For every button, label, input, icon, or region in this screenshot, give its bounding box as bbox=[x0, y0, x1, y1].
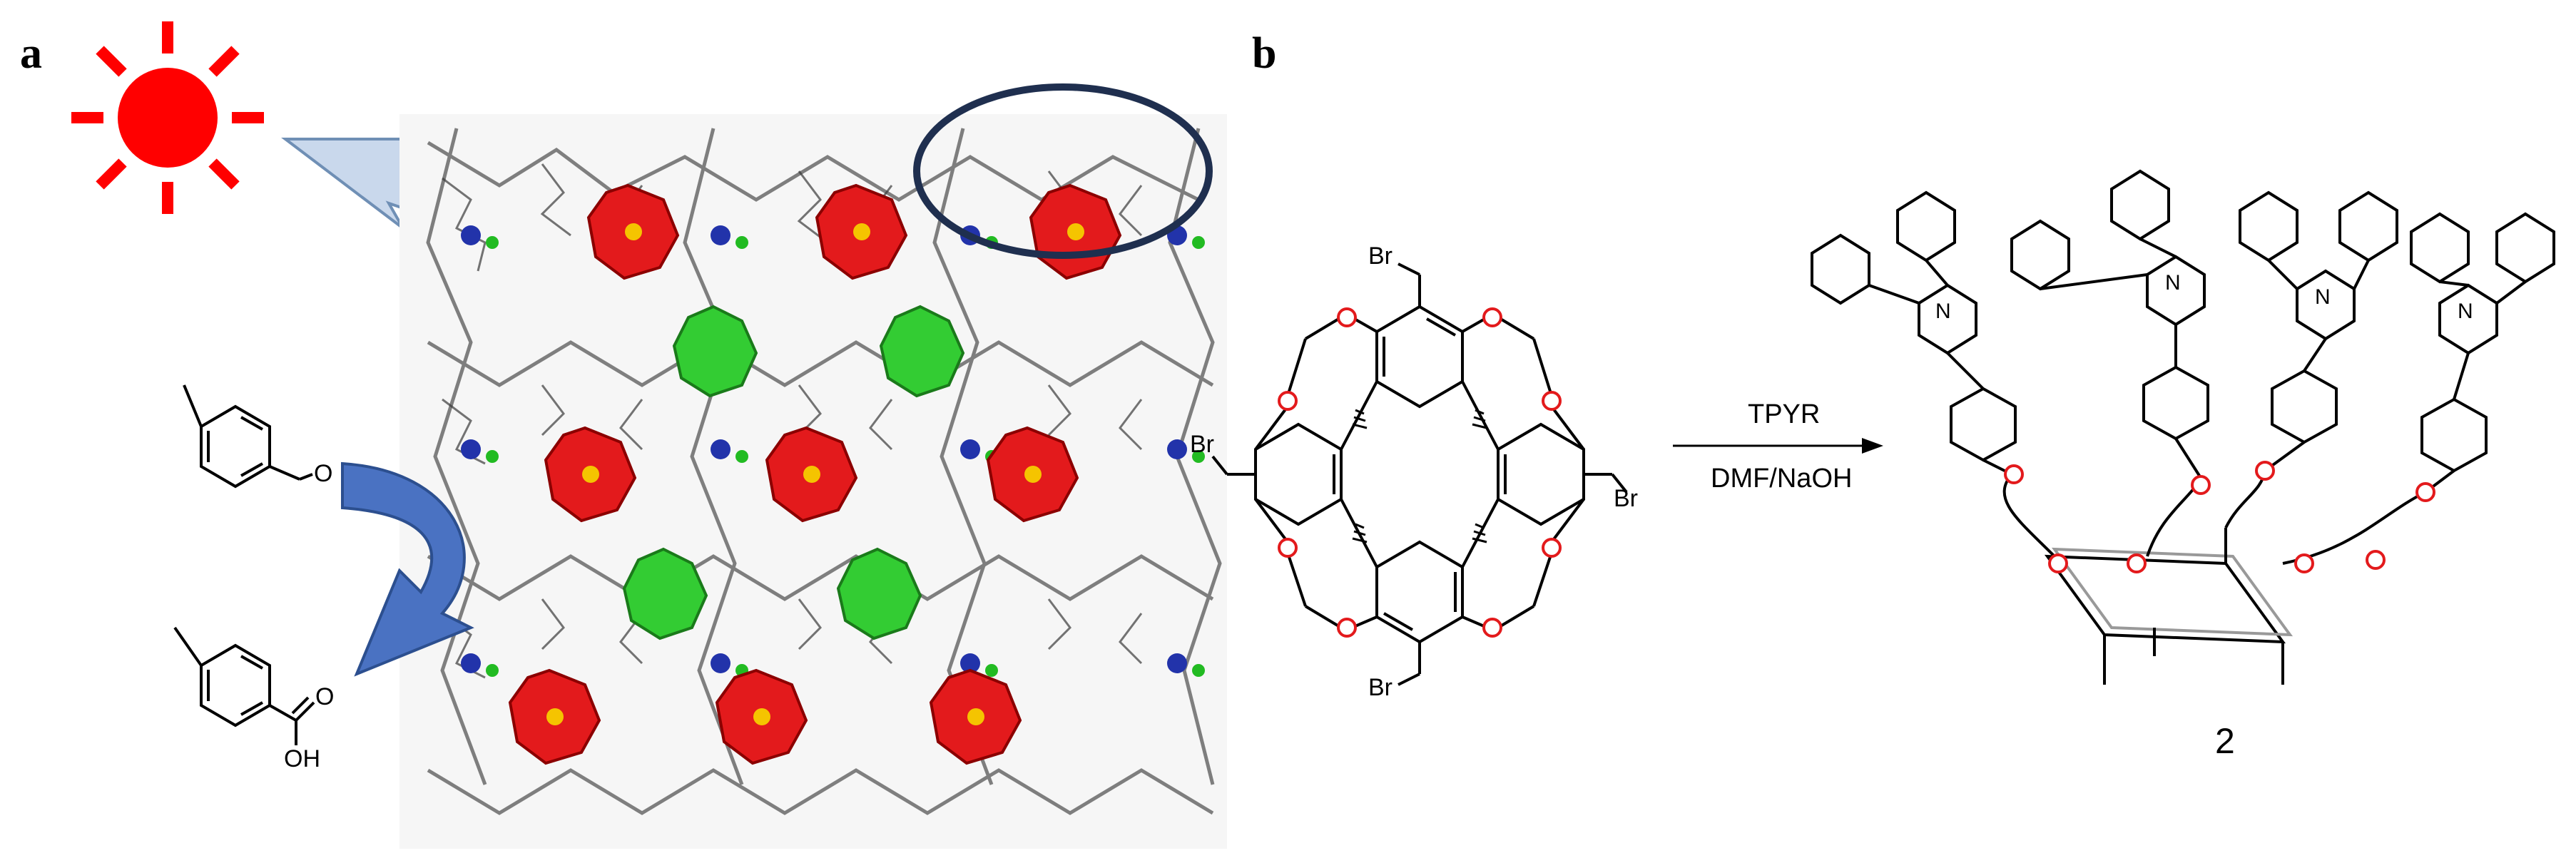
conversion-arrow bbox=[341, 461, 474, 677]
bromine-left-label: Br bbox=[1190, 431, 1214, 458]
cavitand-structure bbox=[1211, 262, 1628, 686]
nitrogen-label: N bbox=[1935, 300, 1951, 323]
oxygen-atoms-cavitand bbox=[1278, 307, 1562, 638]
acid-hydroxyl-label: OH bbox=[284, 745, 320, 772]
aldehyde-oxygen-label: O bbox=[314, 460, 333, 487]
panel-label-a: a bbox=[20, 29, 42, 78]
bromine-right-label: Br bbox=[1614, 485, 1638, 512]
oxygen-atoms-product bbox=[2004, 461, 2435, 573]
methylbenzaldehyde-structure bbox=[183, 384, 313, 489]
nitrogen-label: N bbox=[2165, 271, 2181, 295]
product-number-label: 2 bbox=[2215, 721, 2235, 761]
bromine-bottom-label: Br bbox=[1368, 674, 1393, 701]
reagent-label-top: TPYR bbox=[1748, 399, 1821, 429]
reaction-arrow bbox=[1673, 438, 1883, 454]
reagent-label-bottom: DMF/NaOH bbox=[1711, 464, 1853, 494]
bromine-top-label: Br bbox=[1368, 242, 1393, 270]
nitrogen-label: N bbox=[2315, 285, 2331, 309]
product-structure bbox=[1811, 169, 2555, 685]
sun-icon bbox=[71, 21, 264, 214]
acid-oxygen-label: O bbox=[315, 683, 335, 710]
nitrogen-label: N bbox=[2458, 300, 2473, 323]
highlight-ellipse bbox=[913, 83, 1213, 259]
methylbenzoic-acid-structure bbox=[173, 626, 315, 745]
panel-label-b: b bbox=[1252, 29, 1277, 78]
green-polyoxometalate-clusters bbox=[622, 305, 965, 640]
